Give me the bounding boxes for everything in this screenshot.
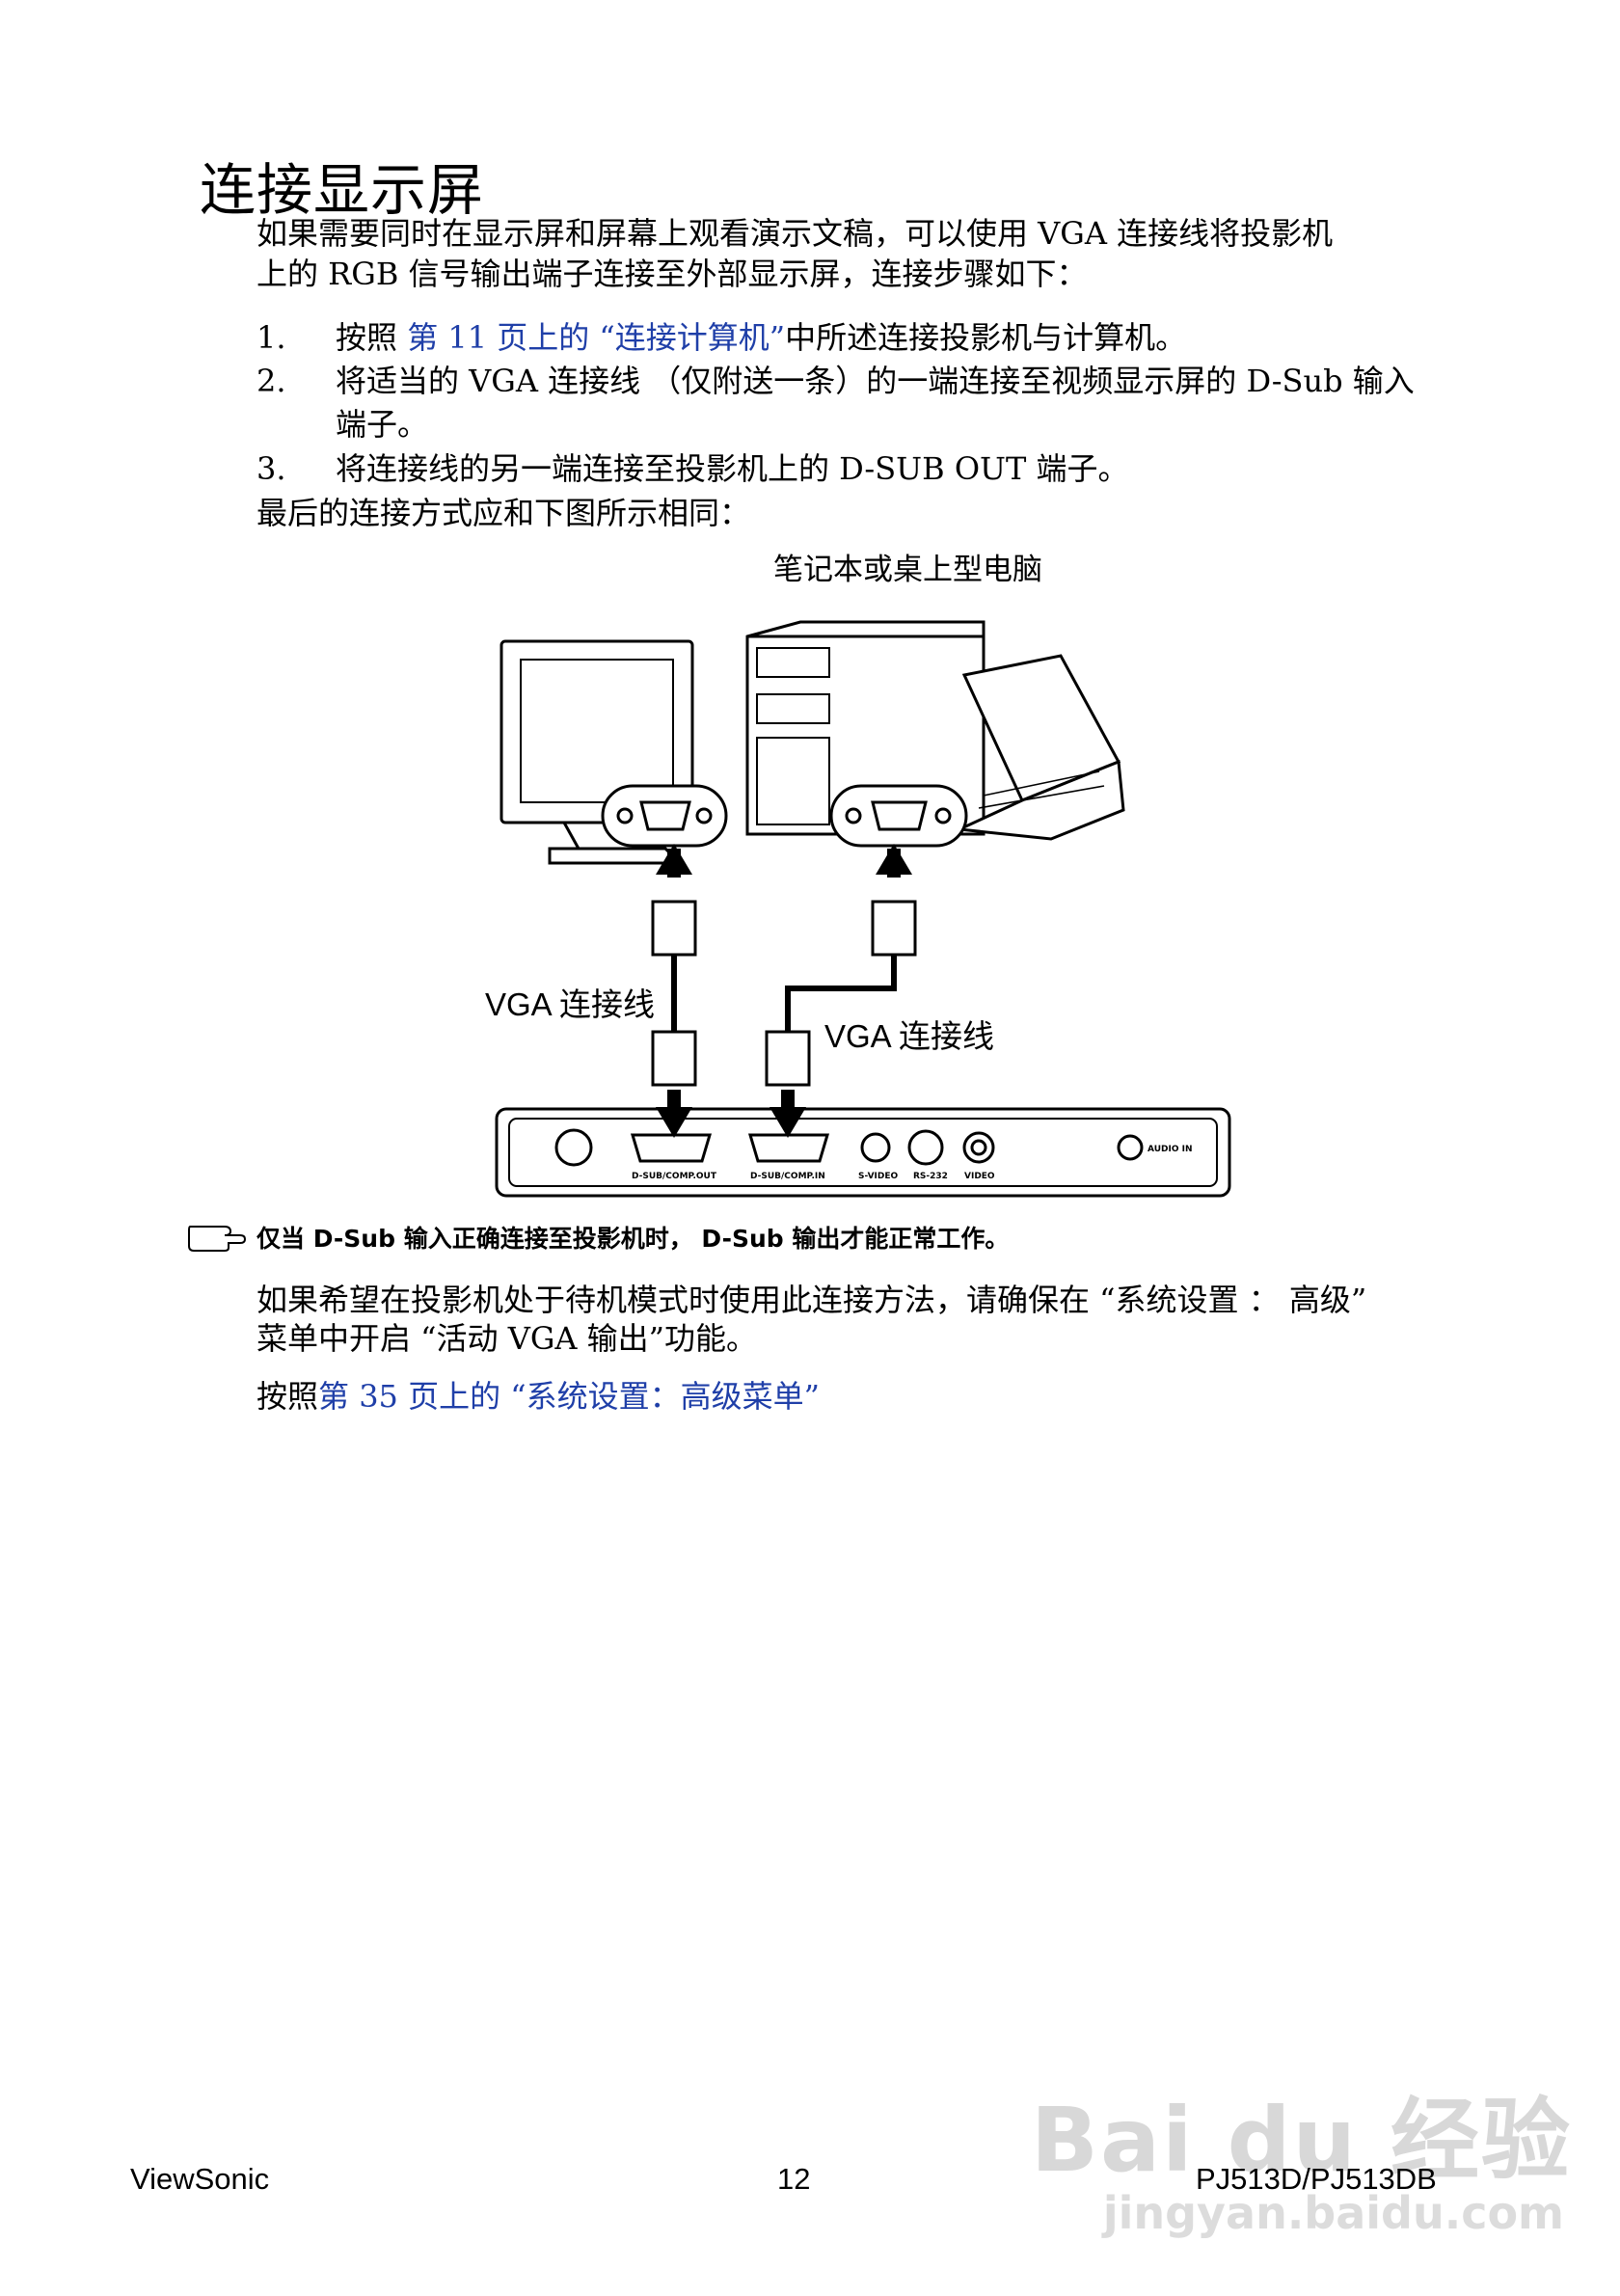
vga-port-monitor-icon <box>601 784 728 848</box>
step-number: 2. <box>256 363 286 399</box>
watermark-url: jingyan.baidu.com <box>1102 2187 1564 2239</box>
vga-cable-right-icon <box>765 900 917 1087</box>
watermark-logo: Bai du 经验 <box>1030 2089 1572 2192</box>
note-text: 仅当 D-Sub 输入正确连接至投影机时， D-Sub 输出才能正常工作。 <box>256 1225 1010 1253</box>
port-label: VIDEO <box>964 1172 995 1181</box>
step-text: 将连接线的另一端连接至投影机上的 D-SUB OUT 端子。 <box>336 450 1129 487</box>
reference-line: 按照第 35 页上的 “系统设置：高级菜单” <box>256 1378 820 1415</box>
port-label: S-VIDEO <box>858 1172 898 1181</box>
desktop-tower-icon <box>745 620 986 836</box>
step-text: 端子。 <box>336 406 429 443</box>
arrows <box>656 844 912 1138</box>
cable-label-left: VGA 连接线 <box>485 986 656 1022</box>
port-label: AUDIO IN <box>1148 1145 1192 1154</box>
standby-line-2: 菜单中开启 “活动 VGA 输出”功能。 <box>256 1320 758 1357</box>
port-label: RS-232 <box>913 1172 948 1181</box>
cable-label-right: VGA 连接线 <box>824 1018 995 1054</box>
intro-line-1: 如果需要同时在显示屏和屏幕上观看演示文稿，可以使用 VGA 连接线将投影机 <box>256 215 1334 252</box>
page-title: 连接显示屏 <box>200 157 485 223</box>
final-line: 最后的连接方式应和下图所示相同： <box>256 495 751 531</box>
monitor-icon <box>500 639 694 865</box>
projector-panel-icon <box>495 1107 1231 1198</box>
step-number: 1. <box>256 319 286 356</box>
step-text: 中所述连接投影机与计算机。 <box>785 319 1187 356</box>
step-text: 将适当的 VGA 连接线 （仅附送一条）的一端连接至视频显示屏的 D-Sub 输… <box>336 363 1415 399</box>
step-number: 3. <box>256 450 286 487</box>
port-label: D-SUB/COMP.OUT <box>632 1172 717 1181</box>
step-text: 按照 <box>336 319 408 356</box>
intro-line-2: 上的 RGB 信号输出端子连接至外部显示屏，连接步骤如下： <box>256 256 1088 292</box>
standby-line-1: 如果希望在投影机处于待机模式时使用此连接方法，请确保在 “系统设置 ： 高级” <box>256 1282 1367 1318</box>
footer-page-number: 12 <box>777 2162 811 2196</box>
vga-cable-left-icon <box>651 900 697 1087</box>
vga-port-computer-icon <box>829 784 968 848</box>
pointing-hand-icon <box>188 1226 247 1252</box>
port-label: D-SUB/COMP.IN <box>750 1172 825 1181</box>
step-link-connect-computer[interactable]: 第 11 页上的 “连接计算机” <box>407 319 786 356</box>
footer-model: PJ513D/PJ513DB <box>1196 2162 1437 2196</box>
footer-brand: ViewSonic <box>130 2162 270 2196</box>
reference-link-system-setup[interactable]: 第 35 页上的 “系统设置：高级菜单” <box>318 1378 820 1415</box>
computer-label: 笔记本或桌上型电脑 <box>773 553 1042 587</box>
laptop-icon <box>954 654 1125 841</box>
